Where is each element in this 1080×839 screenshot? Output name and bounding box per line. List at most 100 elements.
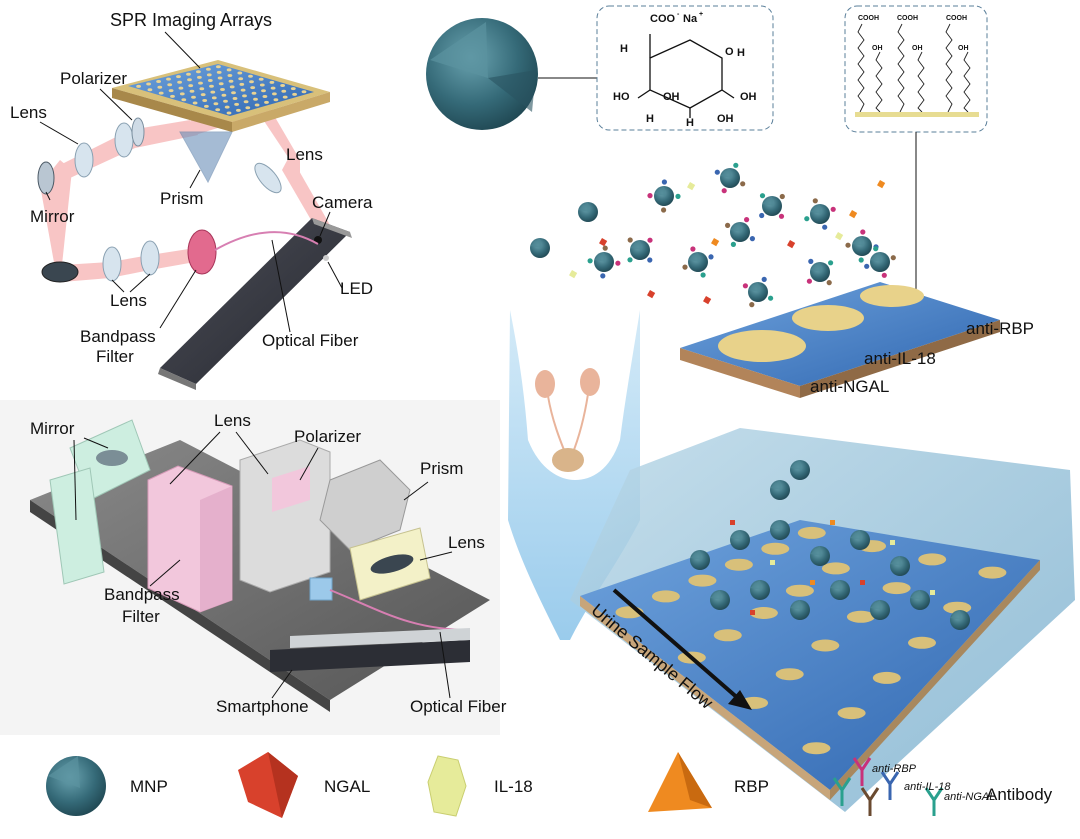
antibody-marker xyxy=(826,280,832,286)
label-smartphone: Smartphone xyxy=(216,697,309,716)
spr-spot xyxy=(189,89,195,93)
spr-spot xyxy=(207,79,213,82)
spr-spot xyxy=(226,111,232,115)
antibody-marker xyxy=(600,273,606,279)
mnp-particle xyxy=(594,252,614,272)
spr-spot xyxy=(220,88,225,91)
antibody-marker xyxy=(864,263,870,269)
legend-antibody-label: Antibody xyxy=(986,785,1053,804)
label-polarizer-device: Polarizer xyxy=(294,427,361,446)
spr-spot xyxy=(187,78,192,82)
flow-spot xyxy=(651,590,680,603)
spr-spot xyxy=(228,79,234,83)
antibody-marker xyxy=(700,272,706,278)
legend-mnp-icon xyxy=(46,756,106,816)
smartphone-device xyxy=(270,628,470,672)
legend-ngal-label: NGAL xyxy=(324,777,370,796)
antibody-marker xyxy=(647,257,653,263)
antibody-marker xyxy=(828,260,834,266)
spr-spot xyxy=(156,80,162,83)
spr-spot xyxy=(240,88,246,92)
spr-spot xyxy=(166,77,171,81)
spr-spot xyxy=(253,97,258,101)
flow-arrow-head xyxy=(728,690,752,710)
spr-spot xyxy=(202,99,208,102)
spr-spot xyxy=(269,80,275,84)
linker-chains xyxy=(857,23,971,113)
spr-spot xyxy=(234,102,240,106)
label-led: LED xyxy=(340,279,373,298)
spr-spot xyxy=(301,90,307,94)
flow-mnp xyxy=(690,550,710,570)
chem-o-ring: O xyxy=(725,46,734,58)
antibody-marker xyxy=(708,254,714,260)
flow-spot xyxy=(811,639,840,652)
antibody-marker xyxy=(721,188,727,194)
flow-spot xyxy=(785,584,814,597)
spr-spot xyxy=(146,82,152,86)
spr-spot xyxy=(179,92,185,96)
spr-spot xyxy=(232,97,238,100)
antibody-marker xyxy=(744,217,750,223)
spr-spot xyxy=(216,70,222,74)
spr-spot xyxy=(272,92,277,96)
chem-cooh-1: COOH xyxy=(858,15,879,22)
mnp-particle xyxy=(530,238,550,258)
lens-5 xyxy=(140,240,160,276)
mirror-block-2 xyxy=(49,467,105,585)
kidney-left xyxy=(535,370,555,398)
label-lens-bottom: Lens xyxy=(110,291,147,310)
spr-spot xyxy=(168,89,174,93)
gray-housing xyxy=(239,439,331,593)
flow-spot xyxy=(797,526,826,539)
flow-antigen xyxy=(830,520,835,525)
lens-2 xyxy=(74,142,94,178)
flow-antigen xyxy=(770,560,775,565)
ring-structure xyxy=(637,34,735,118)
antigen-particle xyxy=(849,210,858,219)
antibody-marker xyxy=(858,257,864,263)
mnp-particle xyxy=(762,196,782,216)
antibody-marker xyxy=(881,272,887,278)
prism-shape xyxy=(179,131,233,184)
spr-spot xyxy=(188,84,194,88)
spr-spot xyxy=(242,94,247,98)
spr-spot xyxy=(258,77,264,81)
lens-3 xyxy=(254,162,282,194)
antibody-marker xyxy=(808,258,814,264)
spr-spot xyxy=(216,65,221,69)
antibody-marker xyxy=(615,260,621,266)
flow-spot xyxy=(821,562,850,575)
mnp-particle xyxy=(688,252,708,272)
antibody-marker xyxy=(627,237,633,243)
legend-mnp-label: MNP xyxy=(130,777,168,796)
spr-spot-grid xyxy=(136,65,307,115)
flow-spot xyxy=(749,607,778,619)
antigen-particle xyxy=(569,270,578,279)
legend-antibody-icons xyxy=(832,757,944,816)
spr-spot xyxy=(264,100,269,104)
flow-spot xyxy=(872,671,901,684)
flow-spot xyxy=(713,629,742,642)
mirror-top xyxy=(37,161,55,195)
antibody-marker xyxy=(661,179,668,185)
spr-spot xyxy=(229,85,235,89)
gold-surface-strip xyxy=(855,112,979,117)
chem-na-plus: + xyxy=(699,11,703,18)
label-mirror-device: Mirror xyxy=(30,419,75,438)
spr-spot xyxy=(196,70,201,74)
chem-na: Na xyxy=(683,13,698,25)
flow-mnp xyxy=(830,580,850,600)
label-anti-ngal: anti-NGAL xyxy=(810,377,889,396)
antibody-marker xyxy=(779,193,785,200)
spr-spot xyxy=(178,86,184,90)
spr-spot xyxy=(213,102,219,106)
spr-spot xyxy=(273,98,279,102)
antibody-marker xyxy=(587,258,593,264)
label-prism-top: Prism xyxy=(160,189,203,208)
antigen-particle xyxy=(835,232,844,241)
bandpass-filter-disk xyxy=(187,229,217,275)
flow-arrow-line xyxy=(612,588,742,702)
spr-spot xyxy=(292,92,297,96)
